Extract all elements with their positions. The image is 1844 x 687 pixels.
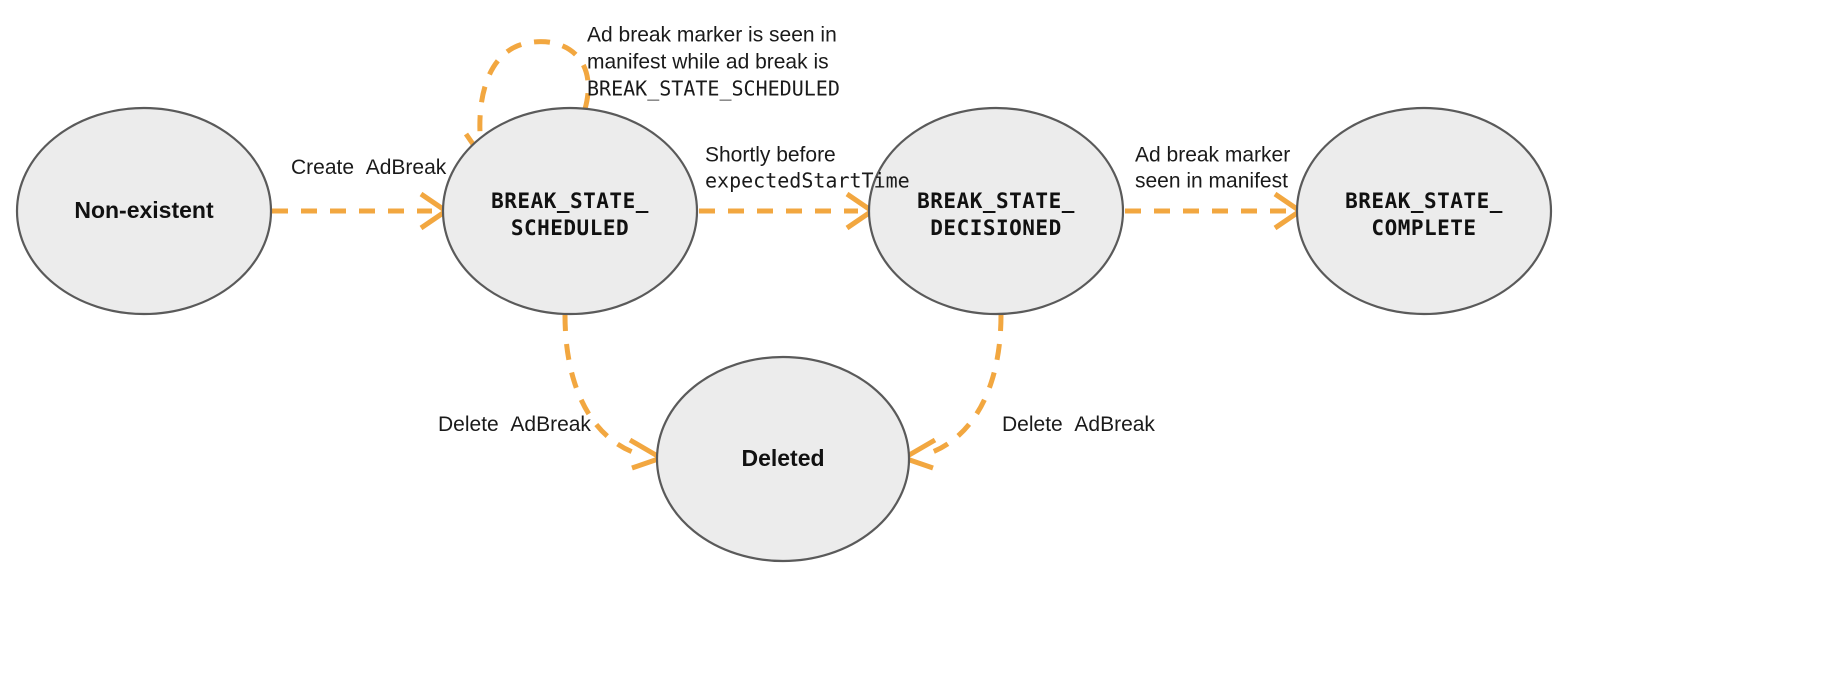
edge-delete-adbreak-from-decisioned xyxy=(898,314,1004,471)
node-break-state-scheduled[interactable]: BREAK_STATE_ SCHEDULED xyxy=(441,106,699,316)
edge-self-loop-line xyxy=(477,39,591,147)
edge-ad-break-marker-seen-in-manifest xyxy=(1125,191,1305,231)
edge-label-delete-scheduled-sans: Delete xyxy=(438,413,499,436)
node-non-existent-label: Non-existent xyxy=(74,197,214,223)
edge-label-create-adbreak-sans: Create xyxy=(291,156,354,179)
edge-create-adbreak xyxy=(272,191,451,231)
edge-label-shortly-before-expected-start-time: Shortly before expectedStartTime xyxy=(705,144,910,193)
edge-shortly-before-expected-start-time xyxy=(699,191,877,231)
edge-label-shortly-before-line2: expectedStartTime xyxy=(705,169,910,193)
node-break-state-complete-label-line2: COMPLETE xyxy=(1371,216,1476,240)
node-break-state-scheduled-label-line1: BREAK_STATE_ xyxy=(491,189,649,213)
edge-label-delete-decisioned-sans: Delete xyxy=(1002,413,1063,436)
edge-label-self-loop-marker-seen-scheduled: Ad break marker is seen in manifest whil… xyxy=(587,24,840,101)
edge-delete-from-decisioned-line xyxy=(929,314,1004,456)
node-non-existent[interactable]: Non-existent xyxy=(15,106,273,316)
node-non-existent-shape[interactable] xyxy=(15,106,273,316)
edge-label-create-adbreak: Create AdBreak xyxy=(291,156,447,179)
node-break-state-scheduled-label-line2: SCHEDULED xyxy=(511,216,629,240)
edge-label-self-loop-line1: Ad break marker is seen in xyxy=(587,24,837,47)
node-break-state-complete[interactable]: BREAK_STATE_ COMPLETE xyxy=(1295,106,1553,316)
node-break-state-decisioned-label-line1: BREAK_STATE_ xyxy=(917,189,1075,213)
node-break-state-complete-label-line1: BREAK_STATE_ xyxy=(1345,189,1503,213)
edge-label-ad-break-marker-seen-in-manifest: Ad break marker seen in manifest xyxy=(1135,144,1290,193)
edge-label-delete-adbreak-from-decisioned: Delete AdBreak xyxy=(1002,413,1155,436)
edge-label-create-adbreak-mono: AdBreak xyxy=(366,156,447,179)
edge-delete-adbreak-from-scheduled xyxy=(562,314,667,471)
node-break-state-decisioned[interactable]: BREAK_STATE_ DECISIONED xyxy=(867,106,1125,316)
node-deleted-label: Deleted xyxy=(741,445,824,471)
node-break-state-decisioned-shape[interactable] xyxy=(867,106,1125,316)
edge-label-self-loop-line2: manifest while ad break is xyxy=(587,51,829,74)
edge-label-delete-decisioned-mono: AdBreak xyxy=(1074,413,1155,436)
node-deleted[interactable]: Deleted xyxy=(655,355,911,563)
edge-delete-from-scheduled-line xyxy=(562,314,636,456)
svg-text:Delete AdBreak: Delete AdBreak xyxy=(438,413,591,436)
edge-label-marker-seen-line1: Ad break marker xyxy=(1135,144,1290,167)
node-deleted-shape[interactable] xyxy=(655,355,911,563)
edge-label-delete-scheduled-mono: AdBreak xyxy=(510,413,591,436)
edge-label-marker-seen-line2: seen in manifest xyxy=(1135,170,1288,193)
svg-text:Delete AdBreak: Delete AdBreak xyxy=(1002,413,1155,436)
edge-label-self-loop-line3: BREAK_STATE_SCHEDULED xyxy=(587,77,840,101)
svg-text:Create AdBreak: Create AdBreak xyxy=(291,156,447,179)
edge-label-shortly-before-line1: Shortly before xyxy=(705,144,836,167)
node-break-state-scheduled-shape[interactable] xyxy=(441,106,699,316)
edge-label-delete-adbreak-from-scheduled: Delete AdBreak xyxy=(438,413,591,436)
node-break-state-decisioned-label-line2: DECISIONED xyxy=(930,216,1061,240)
node-break-state-complete-shape[interactable] xyxy=(1295,106,1553,316)
